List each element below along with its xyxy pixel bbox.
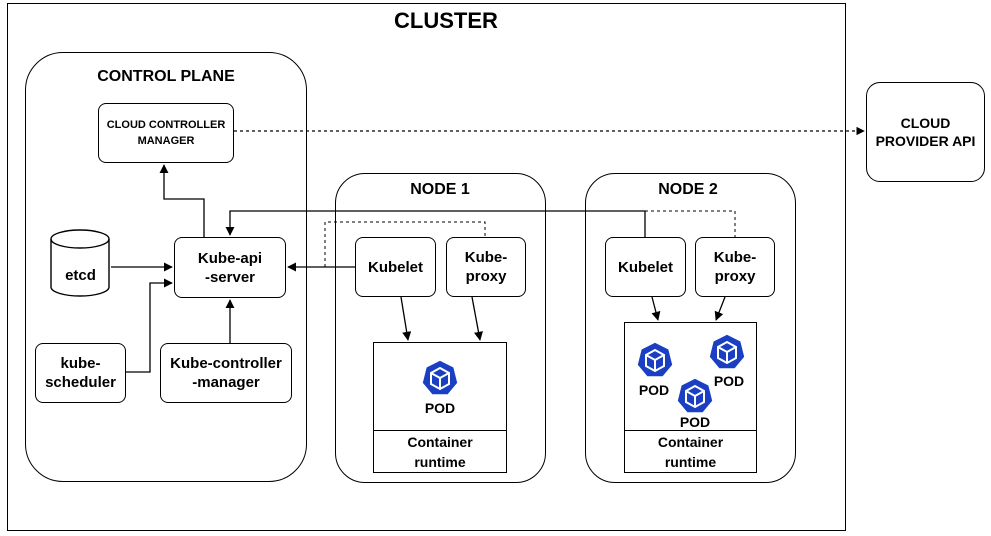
ccm-line2: MANAGER — [137, 135, 195, 147]
node2-runtime-divider — [624, 430, 757, 431]
pod-icon — [421, 359, 459, 396]
node2-proxy-line2: proxy — [714, 268, 756, 285]
node1-dashed-link — [324, 221, 486, 267]
node1-runtime-divider — [373, 430, 507, 431]
node2-proxy-line1: Kube- — [713, 249, 757, 266]
database-icon — [50, 229, 110, 297]
scheduler-line1: kube- — [60, 355, 101, 372]
node1-proxy-line2: proxy — [465, 268, 507, 285]
apiserver-line1: Kube-api — [197, 249, 263, 267]
node2-title: NODE 2 — [658, 181, 718, 198]
node1-box — [335, 173, 546, 483]
apiserver-line2: -server — [204, 268, 256, 286]
node1-proxy-line1: Kube- — [464, 249, 508, 266]
cluster-title: CLUSTER — [394, 8, 498, 33]
kube-apiserver: Kube-api -server — [174, 237, 286, 298]
node2-kube-proxy: Kube- proxy — [695, 237, 775, 297]
controller-manager-line2: -manager — [192, 374, 260, 391]
pod-icon — [708, 333, 746, 370]
node2-box — [585, 173, 796, 483]
arrow-node1-proxy-to-runtime — [471, 296, 483, 341]
controller-manager-line1: Kube-controller — [170, 355, 282, 372]
cloud-provider-api: CLOUD PROVIDER API — [866, 82, 985, 182]
pod-icon — [676, 377, 714, 414]
cluster-box — [7, 3, 846, 531]
node2-kubelet-label: Kubelet — [617, 258, 673, 276]
pod-label: POD — [424, 400, 456, 416]
cloud-provider-line1: CLOUD — [900, 115, 951, 131]
node1-kube-proxy: Kube- proxy — [446, 237, 526, 297]
arrow-node2-kubelet-to-runtime — [651, 296, 661, 321]
scheduler-line2: scheduler — [45, 374, 116, 391]
node2-runtime-label: Container runtime — [624, 432, 757, 472]
arrow-node2-proxy-to-runtime — [714, 296, 726, 321]
arrow-node1-kubelet-to-runtime — [400, 296, 412, 341]
arrow-scheduler-to-apiserver — [126, 278, 173, 373]
kube-controller-manager: Kube-controller -manager — [160, 343, 292, 403]
node2-dashed-link — [645, 210, 736, 237]
arrow-apiserver-to-ccm — [159, 164, 205, 237]
ccm-line1: CLOUD CONTROLLER — [106, 119, 226, 131]
node1-kubelet-label: Kubelet — [367, 258, 423, 276]
arrow-node2-kubelet-to-apiserver — [225, 210, 646, 237]
node2-runtime-line1: Container — [657, 434, 724, 450]
etcd-label: etcd — [65, 267, 96, 284]
pod-label: POD — [638, 382, 670, 398]
node1-runtime-label: Container runtime — [373, 432, 507, 472]
cloud-provider-line2: PROVIDER API — [875, 133, 976, 149]
node2-kubelet: Kubelet — [605, 237, 686, 297]
node1-runtime-line2: runtime — [414, 454, 466, 470]
pod-label: POD — [713, 373, 745, 389]
node1-title: NODE 1 — [410, 181, 470, 198]
kube-scheduler: kube- scheduler — [35, 343, 126, 403]
control-plane-title: CONTROL PLANE — [97, 68, 235, 85]
pod-label: POD — [679, 414, 711, 430]
cloud-controller-manager: CLOUD CONTROLLER MANAGER — [98, 103, 234, 163]
node1-runtime-line1: Container — [407, 434, 473, 450]
node1-kubelet: Kubelet — [355, 237, 436, 297]
etcd-database: etcd — [50, 229, 111, 297]
pod-icon — [636, 341, 674, 378]
node2-runtime-line2: runtime — [664, 454, 717, 470]
